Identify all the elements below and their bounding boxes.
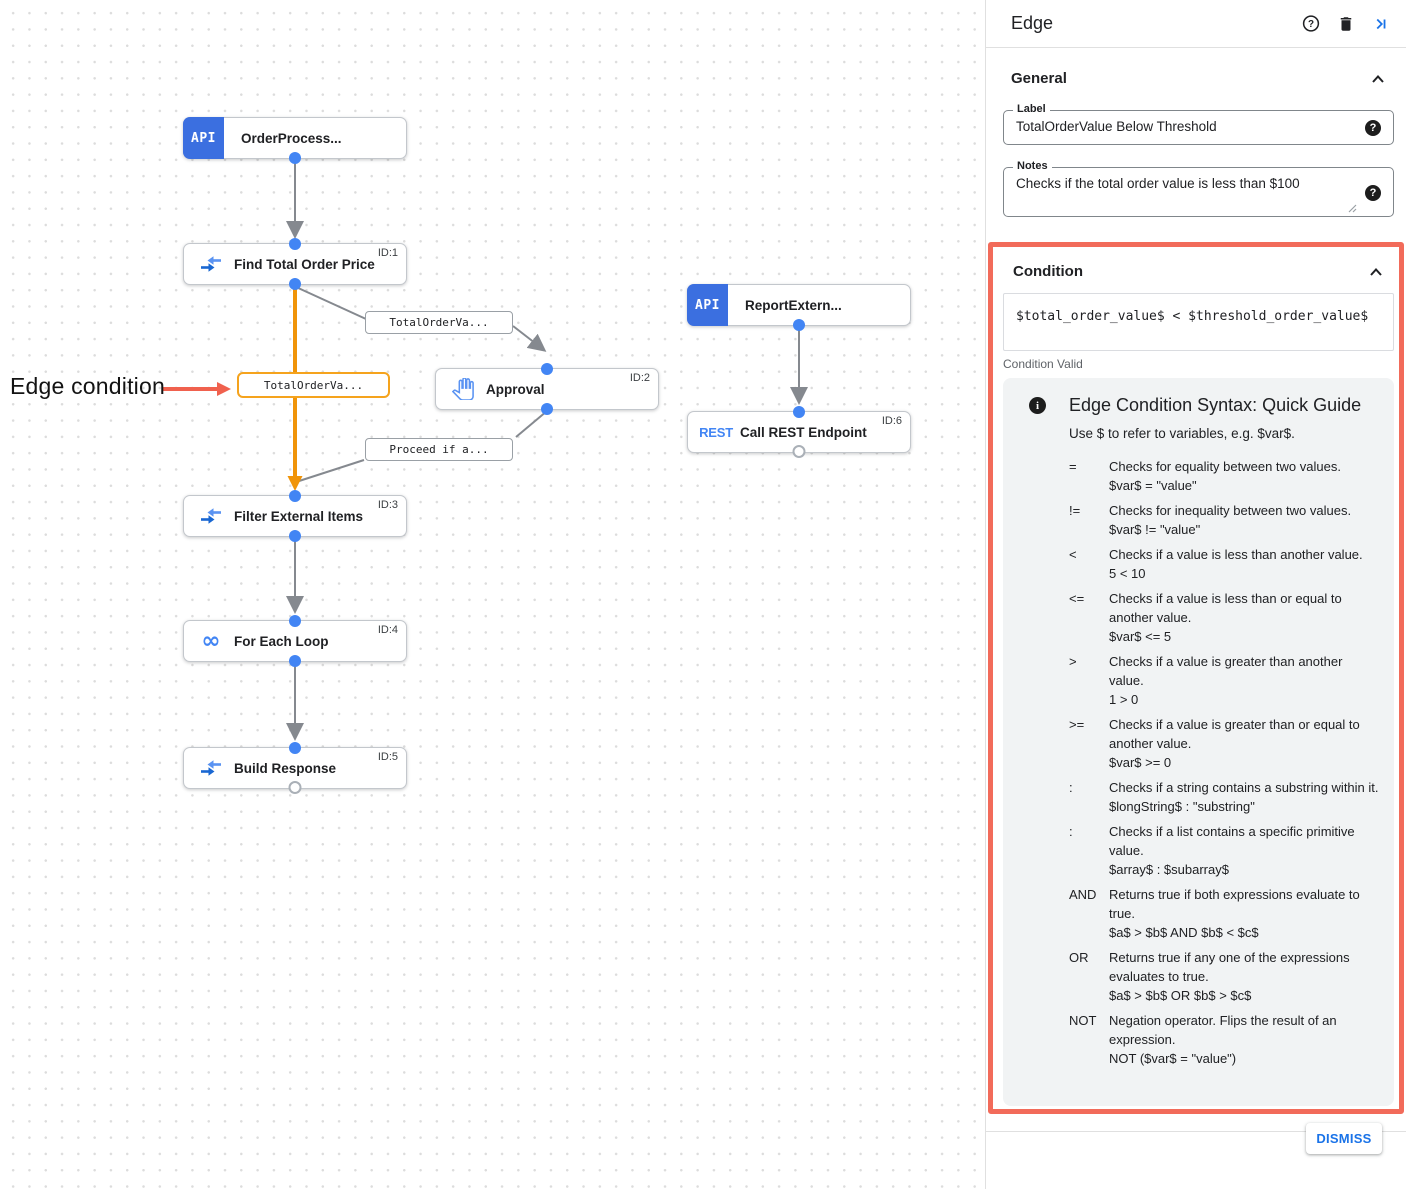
approval-hand-icon [449, 378, 477, 400]
label-field: Label ? [1003, 103, 1394, 145]
node-title: ReportExtern... [745, 297, 842, 313]
guide-row: AND Returns true if both expressions eva… [1069, 887, 1360, 940]
svg-text:?: ? [1308, 19, 1314, 30]
output-port[interactable] [289, 152, 301, 164]
condition-section-highlight: Condition $total_order_value$ < $thresho… [988, 242, 1404, 1114]
node-for-each-loop[interactable]: ID:4 ∞ For Each Loop [183, 615, 407, 667]
general-section-header[interactable]: General [1011, 70, 1386, 87]
condition-section-header[interactable]: Condition [1013, 263, 1384, 280]
guide-row: : Checks if a list contains a specific p… [1069, 824, 1355, 877]
notes-field-label: Notes [1013, 160, 1052, 172]
guide-row: > Checks if a value is greater than anot… [1069, 654, 1343, 707]
syntax-quick-guide: i Edge Condition Syntax: Quick Guide Use… [1003, 378, 1394, 1106]
guide-row: OR Returns true if any one of the expres… [1069, 950, 1350, 1003]
panel-title: Edge [1011, 13, 1054, 33]
help-icon[interactable]: ? [1302, 15, 1320, 33]
general-heading: General [1011, 70, 1067, 87]
label-input[interactable] [1004, 111, 1347, 134]
node-title: OrderProcess... [241, 130, 342, 146]
condition-heading: Condition [1013, 263, 1083, 280]
guide-row: = Checks for equality between two values… [1069, 459, 1341, 493]
data-mapping-icon [197, 757, 225, 779]
terminal-port[interactable] [792, 445, 806, 458]
node-title: For Each Loop [234, 633, 329, 649]
output-port[interactable] [289, 530, 301, 542]
node-find-total-order-price[interactable]: ID:1 Find Total Order Price [183, 238, 407, 290]
condition-valid-status: Condition Valid [1003, 357, 1083, 371]
node-id-badge: ID:6 [881, 415, 902, 427]
label-help-icon[interactable]: ? [1365, 120, 1381, 136]
dismiss-button[interactable]: DISMISS [1306, 1123, 1382, 1154]
guide-row: >= Checks if a value is greater than or … [1069, 717, 1360, 770]
workflow-canvas[interactable]: API OrderProcess... ID:1 Find Total Orde… [0, 0, 985, 1189]
guide-row: < Checks if a value is less than another… [1069, 547, 1363, 581]
input-port[interactable] [541, 363, 553, 375]
guide-title: Edge Condition Syntax: Quick Guide [1069, 395, 1362, 415]
guide-rows: = Checks for equality between two values… [1069, 457, 1380, 1068]
notes-help-icon[interactable]: ? [1365, 185, 1381, 201]
node-id-badge: ID:3 [377, 499, 398, 511]
collapse-panel-icon[interactable] [1372, 15, 1390, 33]
chevron-up-icon[interactable] [1370, 71, 1386, 87]
edge-lines [163, 160, 808, 741]
output-port[interactable] [793, 319, 805, 331]
label-field-label: Label [1013, 103, 1050, 115]
output-port[interactable] [289, 655, 301, 667]
input-port[interactable] [289, 238, 301, 250]
node-title: Find Total Order Price [234, 256, 375, 272]
output-port[interactable] [541, 403, 553, 415]
edge-label-proceed-if[interactable]: Proceed if a... [365, 438, 513, 461]
node-approval[interactable]: ID:2 Approval [435, 363, 659, 415]
api-trigger-icon: API [687, 284, 728, 326]
chevron-up-icon[interactable] [1368, 264, 1384, 280]
input-port[interactable] [289, 490, 301, 502]
node-id-badge: ID:4 [377, 624, 398, 636]
output-port[interactable] [289, 278, 301, 290]
terminal-port[interactable] [288, 781, 302, 794]
resize-handle-icon[interactable] [1348, 204, 1357, 213]
node-build-response[interactable]: ID:5 Build Response [183, 742, 407, 794]
edge-label-totalordervalue-selected[interactable]: TotalOrderVa... [237, 372, 390, 398]
edge-config-panel: Edge ? General [985, 0, 1406, 1189]
guide-intro: Use $ to refer to variables, e.g. $var$. [1069, 426, 1295, 441]
node-reportextern[interactable]: API ReportExtern... [687, 284, 911, 331]
node-id-badge: ID:5 [377, 751, 398, 763]
rest-icon: REST [699, 424, 733, 440]
condition-expression-input[interactable]: $total_order_value$ < $threshold_order_v… [1003, 293, 1394, 351]
data-mapping-icon [197, 505, 225, 527]
guide-row: <= Checks if a value is less than or equ… [1069, 591, 1342, 644]
node-id-badge: ID:1 [377, 247, 398, 259]
node-title: Approval [486, 381, 545, 397]
guide-row: != Checks for inequality between two val… [1069, 503, 1352, 537]
panel-header: Edge ? [986, 0, 1406, 48]
guide-row: NOT Negation operator. Flips the result … [1069, 1013, 1337, 1066]
data-mapping-icon [197, 253, 225, 275]
node-title: Build Response [234, 760, 337, 776]
input-port[interactable] [289, 742, 301, 754]
notes-input[interactable]: Checks if the total order value is less … [1016, 176, 1300, 191]
node-title: Call REST Endpoint [740, 424, 867, 440]
api-trigger-icon: API [183, 117, 224, 159]
loop-icon: ∞ [201, 628, 221, 654]
delete-edge-icon[interactable] [1337, 15, 1355, 33]
node-id-badge: ID:2 [629, 372, 650, 384]
guide-row: : Checks if a string contains a substrin… [1069, 780, 1379, 814]
node-filter-external-items[interactable]: ID:3 Filter External Items [183, 490, 407, 542]
notes-field: Notes Checks if the total order value is… [1003, 160, 1394, 217]
node-title: Filter External Items [234, 508, 364, 524]
info-icon: i [1029, 397, 1046, 414]
node-orderprocess[interactable]: API OrderProcess... [183, 117, 407, 164]
edge-condition-annotation: Edge condition [10, 373, 165, 399]
edge-label-totalordervalue[interactable]: TotalOrderVa... [365, 311, 513, 334]
input-port[interactable] [793, 406, 805, 418]
input-port[interactable] [289, 615, 301, 627]
node-call-rest-endpoint[interactable]: ID:6 REST Call REST Endpoint [687, 406, 911, 458]
panel-divider [986, 1131, 1406, 1132]
